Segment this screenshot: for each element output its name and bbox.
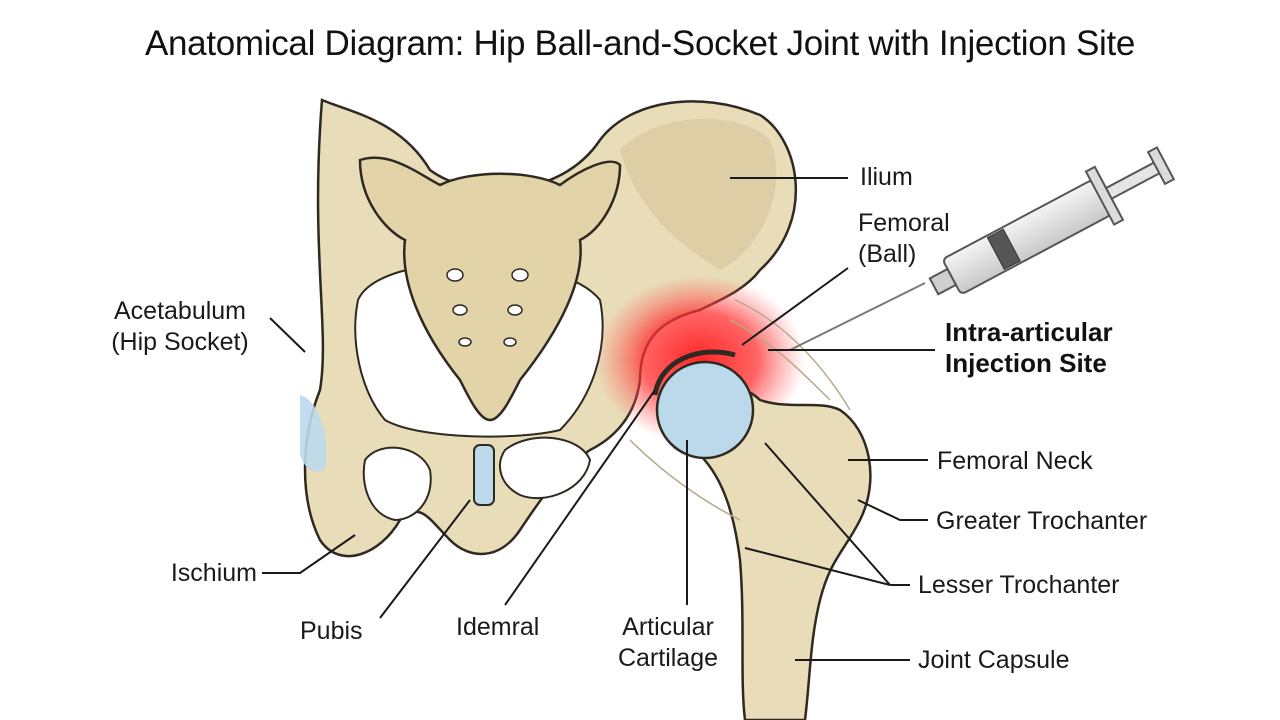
femur: [629, 299, 872, 720]
joint-capsule-fibers: [729, 319, 831, 401]
leader-ischium: [262, 534, 356, 574]
diagram-title: Anatomical Diagram: Hip Ball-and-Socket …: [144, 24, 1136, 63]
syringe-needle: [789, 282, 926, 351]
label-femoral-neck: Femoral Neck: [937, 447, 1093, 475]
leader-lesser-trochanter-b: [744, 547, 891, 586]
acetabular-rim: [652, 349, 736, 396]
joint-capsule-fibers: [734, 299, 851, 411]
label-idemral: Idemral: [456, 613, 540, 641]
leader-femoral-ball: [741, 267, 849, 346]
syringe-plunger-rod: [1104, 160, 1162, 201]
label-pubis: Pubis: [300, 617, 363, 645]
sacral-foramen: [446, 268, 464, 282]
sacral-foramen: [503, 337, 517, 347]
label-lesser-trochanter: Lesser Trochanter: [918, 571, 1120, 599]
syringe-barrel: [943, 180, 1111, 294]
label-femoral-ball: Femoral (Ball): [858, 209, 950, 268]
syringe-plunger-cap: [1146, 146, 1176, 186]
syringe-plunger-rubber: [986, 228, 1021, 271]
left-acetabulum-cartilage: [300, 395, 327, 472]
label-joint-capsule: Joint Capsule: [918, 646, 1070, 674]
leader-lines: [262, 177, 935, 661]
ilium-fossa: [620, 118, 777, 270]
syringe-hub: [928, 267, 958, 296]
sacral-foramen: [452, 304, 468, 316]
femoral-head: [655, 360, 755, 460]
sacrum: [358, 156, 622, 422]
label-acetabulum: Acetabulum (Hip Socket): [111, 297, 249, 356]
leader-pubis: [379, 499, 471, 619]
obturator-foramen: [362, 446, 432, 522]
label-injection-site: Intra-articular Injection Site: [945, 317, 1113, 378]
sacral-foramen: [511, 268, 529, 282]
label-ischium: Ischium: [170, 559, 257, 587]
label-greater-trochanter: Greater Trochanter: [936, 507, 1148, 535]
pelvis: [300, 98, 798, 558]
leader-lesser-trochanter-a: [764, 442, 891, 586]
syringe: [789, 146, 1176, 351]
leader-greater-trochanter: [857, 499, 928, 521]
obturator-foramen-right: [499, 436, 592, 500]
pubic-symphysis: [473, 444, 495, 506]
leader-idemral: [504, 389, 656, 606]
femur-bone: [688, 384, 872, 720]
label-articular-cartilage: Articular Cartilage: [617, 613, 719, 672]
sacral-foramen: [507, 304, 523, 316]
leader-acetabulum: [269, 317, 306, 353]
label-ilium: Ilium: [860, 163, 913, 191]
sacral-foramen: [458, 337, 472, 347]
joint-capsule-fibers: [629, 439, 741, 521]
